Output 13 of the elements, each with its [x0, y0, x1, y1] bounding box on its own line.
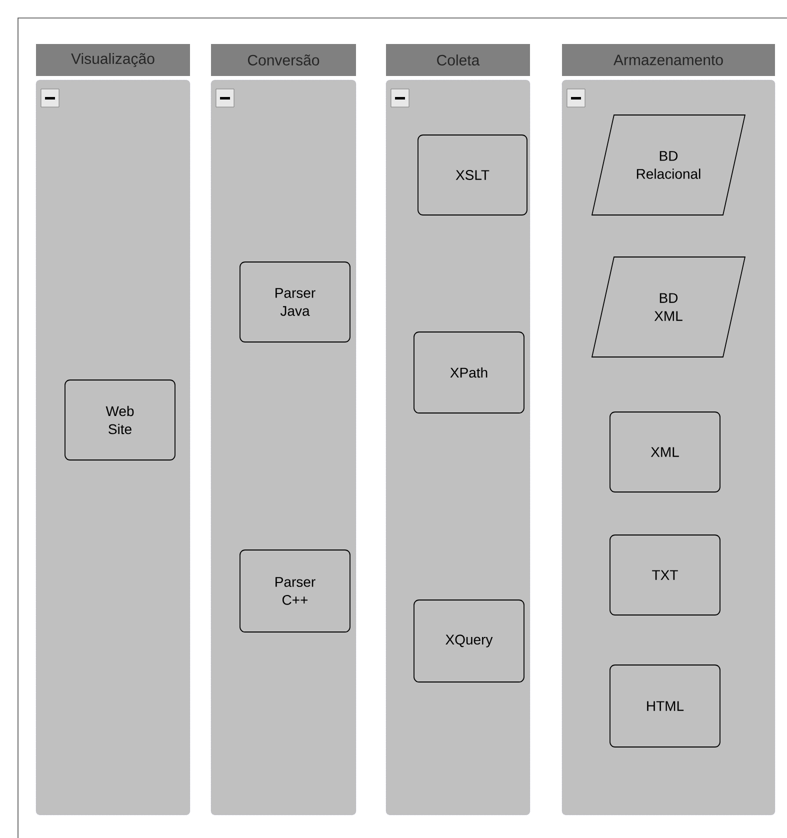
process-box: XML	[610, 412, 720, 492]
node-label: Coleta	[437, 54, 480, 66]
process-box: XQuery	[414, 600, 524, 682]
process-box: Parser Java	[240, 262, 350, 342]
process-box: XPath	[414, 332, 524, 414]
node-label: Armazenamento	[614, 54, 723, 66]
process-box: TXT	[610, 534, 720, 616]
node-label: Visualização	[71, 52, 154, 68]
node-label: Conversão	[248, 54, 320, 66]
process-box: XSLT	[418, 134, 528, 216]
process-box: Parser C++	[240, 550, 350, 632]
process-box: HTML	[610, 664, 720, 748]
process-box: Web Site	[64, 380, 176, 460]
